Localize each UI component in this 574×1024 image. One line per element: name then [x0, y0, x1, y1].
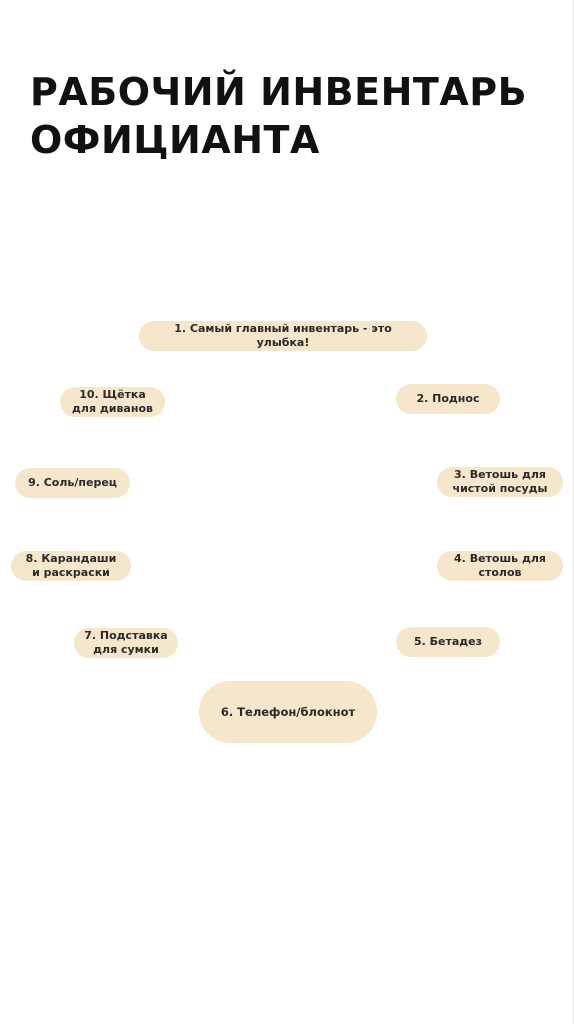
title-line-2: ОФИЦИАНТА [30, 118, 320, 162]
inventory-item-bag-stand: 7. Подставка для сумки [74, 628, 178, 658]
inventory-item-pencils: 8. Карандаши и раскраски [11, 551, 131, 581]
title-line-1: РАБОЧИЙ ИНВЕНТАРЬ [30, 70, 528, 114]
inventory-item-tray: 2. Поднос [396, 384, 500, 414]
inventory-item-table-cloth: 4. Ветошь для столов [437, 551, 563, 581]
slide-title: РАБОЧИЙ ИНВЕНТАРЬ ОФИЦИАНТА [30, 68, 550, 164]
inventory-item-betadez: 5. Бетадез [396, 627, 500, 657]
inventory-item-sofa-brush: 10. Щётка для диванов [60, 387, 165, 417]
inventory-item-phone-notepad: 6. Телефон/блокнот [199, 681, 377, 743]
inventory-item-dish-cloth: 3. Ветошь для чистой посуды [437, 467, 563, 497]
inventory-item-salt-pepper: 9. Соль/перец [15, 468, 130, 498]
inventory-item-smile: 1. Самый главный инвентарь - это улыбка! [139, 321, 427, 351]
